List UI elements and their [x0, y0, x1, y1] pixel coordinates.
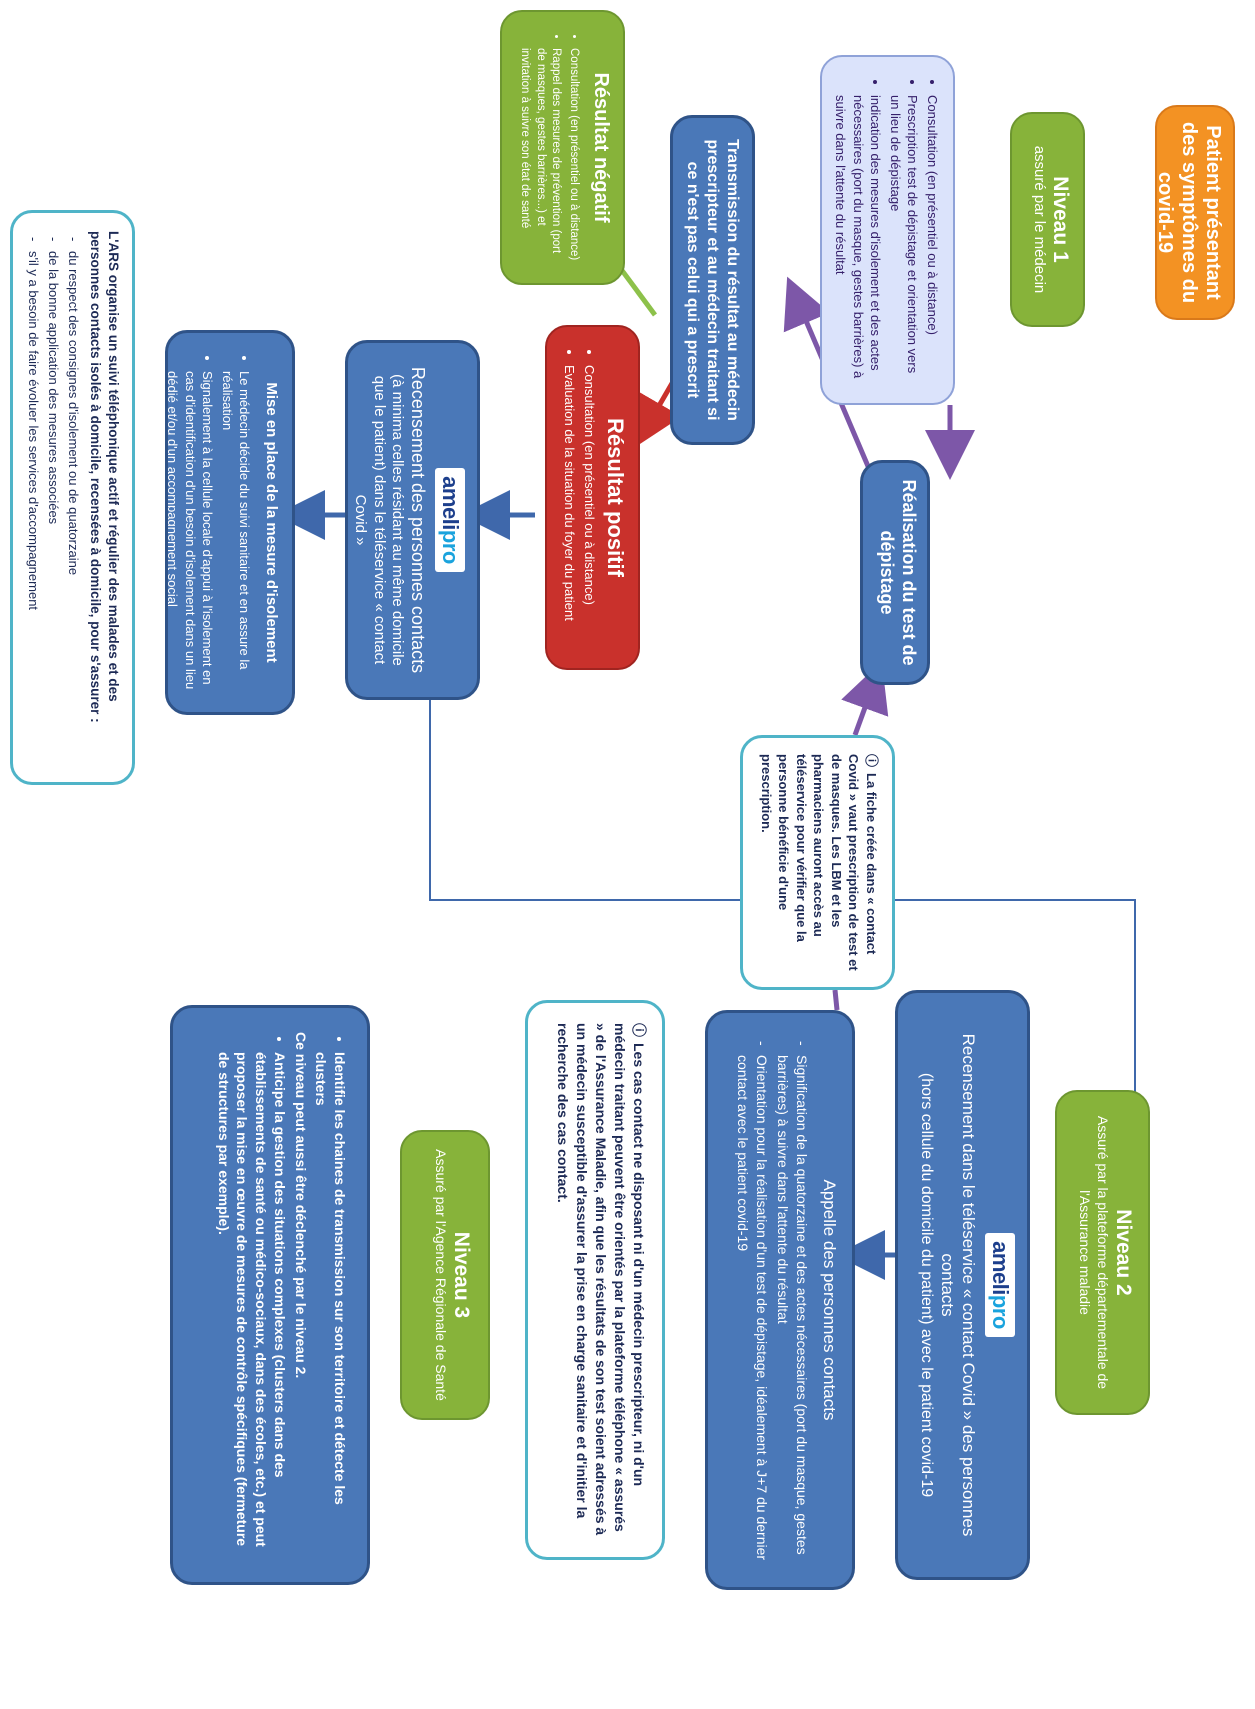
logo-part-pro: pro	[438, 529, 463, 564]
ars3-item: Anticipe la gestion des situations compl…	[214, 1052, 290, 1558]
ars3-list2: Anticipe la gestion des situations compl…	[214, 1032, 290, 1558]
niveau3-subtitle: Assuré par l'Agence Régionale de Santé	[432, 1149, 449, 1401]
consult1-box: Consultation (en présentiel ou à distanc…	[820, 55, 955, 405]
logo-part-ameli: ameli	[988, 1241, 1013, 1295]
isolement-item: Signalement à la cellule locale d'appui …	[165, 371, 216, 694]
depistage-box: Réalisation du test de dépistage	[860, 460, 930, 685]
niveau3-title: Niveau 3	[450, 1231, 473, 1319]
positif-title: Résultat positif	[603, 418, 628, 577]
fiche-text: La fiche créée dans « contact Covid » va…	[758, 754, 879, 971]
appelle-box: Appelle des personnes contacts Significa…	[705, 1010, 855, 1590]
logo-part-pro: pro	[988, 1294, 1013, 1329]
amelipro-logo: amelipro	[985, 1233, 1015, 1337]
patient-title: Patient présentant des symptômes du covi…	[1155, 121, 1224, 304]
patient-box: Patient présentant des symptômes du covi…	[1155, 105, 1235, 320]
recensement2-box: amelipro Recensement dans le téléservice…	[895, 990, 1030, 1580]
isolement-title: Mise en place de la mesure d'isolement	[263, 382, 280, 663]
info-icon: ⓘ	[631, 1023, 647, 1037]
ars3-list: Identifie les chaines de transmission su…	[311, 1032, 349, 1558]
cascontact-text: Les cas contact ne disposant ni d'un méd…	[555, 1023, 647, 1536]
niveau1-subtitle: assuré par le médecin	[1030, 145, 1048, 294]
positif-box: Résultat positif Consultation (en présen…	[545, 325, 640, 670]
isolement-list: Le médecin décide du suivi sanitaire et …	[165, 351, 253, 694]
appelle-item: Signification de la quatorzaine et des a…	[773, 1055, 811, 1565]
ars-suivi-list: du respect des consignes d'isolement ou …	[25, 231, 82, 764]
ars3-line: Ce niveau peut aussi être déclenché par …	[293, 1032, 310, 1379]
positif-item: Consultation (en présentiel ou à distanc…	[580, 365, 598, 650]
positif-item: Evaluation de la situation du foyer du p…	[561, 365, 579, 650]
ars-suivi-item: de la bonne application des mesures asso…	[44, 251, 62, 764]
appelle-title: Appelle des personnes contacts	[820, 1179, 839, 1421]
fiche-info-text: ⓘLa fiche créée dans « contact Covid » v…	[757, 754, 880, 971]
isolement-item: Le médecin décide du suivi sanitaire et …	[218, 371, 253, 694]
recensement1-title: Recensement des personnes contacts	[408, 366, 428, 674]
cascontact-info-text: ⓘLes cas contact ne disposant ni d'un mé…	[554, 1023, 648, 1537]
fiche-info-box: ⓘLa fiche créée dans « contact Covid » v…	[740, 735, 895, 990]
cascontact-info-box: ⓘLes cas contact ne disposant ni d'un mé…	[525, 1000, 665, 1560]
transmission-box: Transmission du résultat au médecin pres…	[670, 115, 755, 445]
amelipro-logo: amelipro	[435, 468, 465, 572]
transmission-text: Transmission du résultat au médecin pres…	[684, 139, 741, 421]
niveau3-box: Niveau 3 Assuré par l'Agence Régionale d…	[400, 1130, 490, 1420]
appelle-item: Orientation pour la réalisation d'un tes…	[733, 1055, 771, 1565]
arrow-fiche-to-depistage	[841, 661, 889, 736]
niveau1-title: Niveau 1	[1049, 176, 1072, 263]
recensement2-title: Recensement dans le téléservice « contac…	[937, 1033, 978, 1537]
consult1-item: Prescription test de dépistage et orient…	[886, 95, 921, 385]
ars-suivi-item: s'il y a besoin de faire évoluer les ser…	[25, 251, 43, 764]
positif-list: Consultation (en présentiel ou à distanc…	[561, 345, 598, 650]
niveau2-subtitle: Assuré par la plateforme départementale …	[1077, 1115, 1111, 1390]
consult1-item: Consultation (en présentiel ou à distanc…	[923, 95, 941, 385]
ars3-item: Identifie les chaines de transmission su…	[311, 1052, 349, 1558]
recensement1-box: amelipro Recensement des personnes conta…	[345, 340, 480, 700]
negatif-item: Consultation (en présentiel ou à distanc…	[565, 48, 581, 267]
arrow-fiche-to-appelle	[832, 989, 840, 1011]
consult1-list: Consultation (en présentiel ou à distanc…	[832, 75, 941, 385]
niveau1-box: Niveau 1 assuré par le médecin	[1010, 112, 1085, 327]
recensement1-sub: (à minima celles résidant au même domici…	[352, 374, 407, 666]
negatif-list: Consultation (en présentiel ou à distanc…	[517, 28, 581, 267]
appelle-list: Signification de la quatorzaine et des a…	[733, 1035, 811, 1565]
info-icon: ⓘ	[864, 754, 879, 768]
recensement2-sub: (hors cellule du domicile du patient) av…	[918, 1072, 936, 1498]
negatif-title: Résultat négatif	[590, 72, 612, 223]
consult1-item: indication des mesures d'isolement et de…	[832, 95, 885, 385]
depistage-title: Réalisation du test de dépistage	[877, 479, 919, 666]
ars-suivi-intro: L'ARS organise un suivi téléphonique act…	[87, 231, 121, 723]
ars3-box: Identifie les chaines de transmission su…	[170, 1005, 370, 1585]
niveau2-box: Niveau 2 Assuré par la plateforme départ…	[1055, 1090, 1150, 1415]
isolement-box: Mise en place de la mesure d'isolement L…	[165, 330, 295, 715]
ars-suivi-item: du respect des consignes d'isolement ou …	[64, 251, 82, 764]
ars-suivi-box: L'ARS organise un suivi téléphonique act…	[10, 210, 135, 785]
niveau2-title: Niveau 2	[1112, 1209, 1135, 1296]
negatif-box: Résultat négatif Consultation (en présen…	[500, 10, 625, 285]
logo-part-ameli: ameli	[438, 476, 463, 530]
negatif-item: Rappel des mesures de prévention (port d…	[517, 48, 564, 267]
